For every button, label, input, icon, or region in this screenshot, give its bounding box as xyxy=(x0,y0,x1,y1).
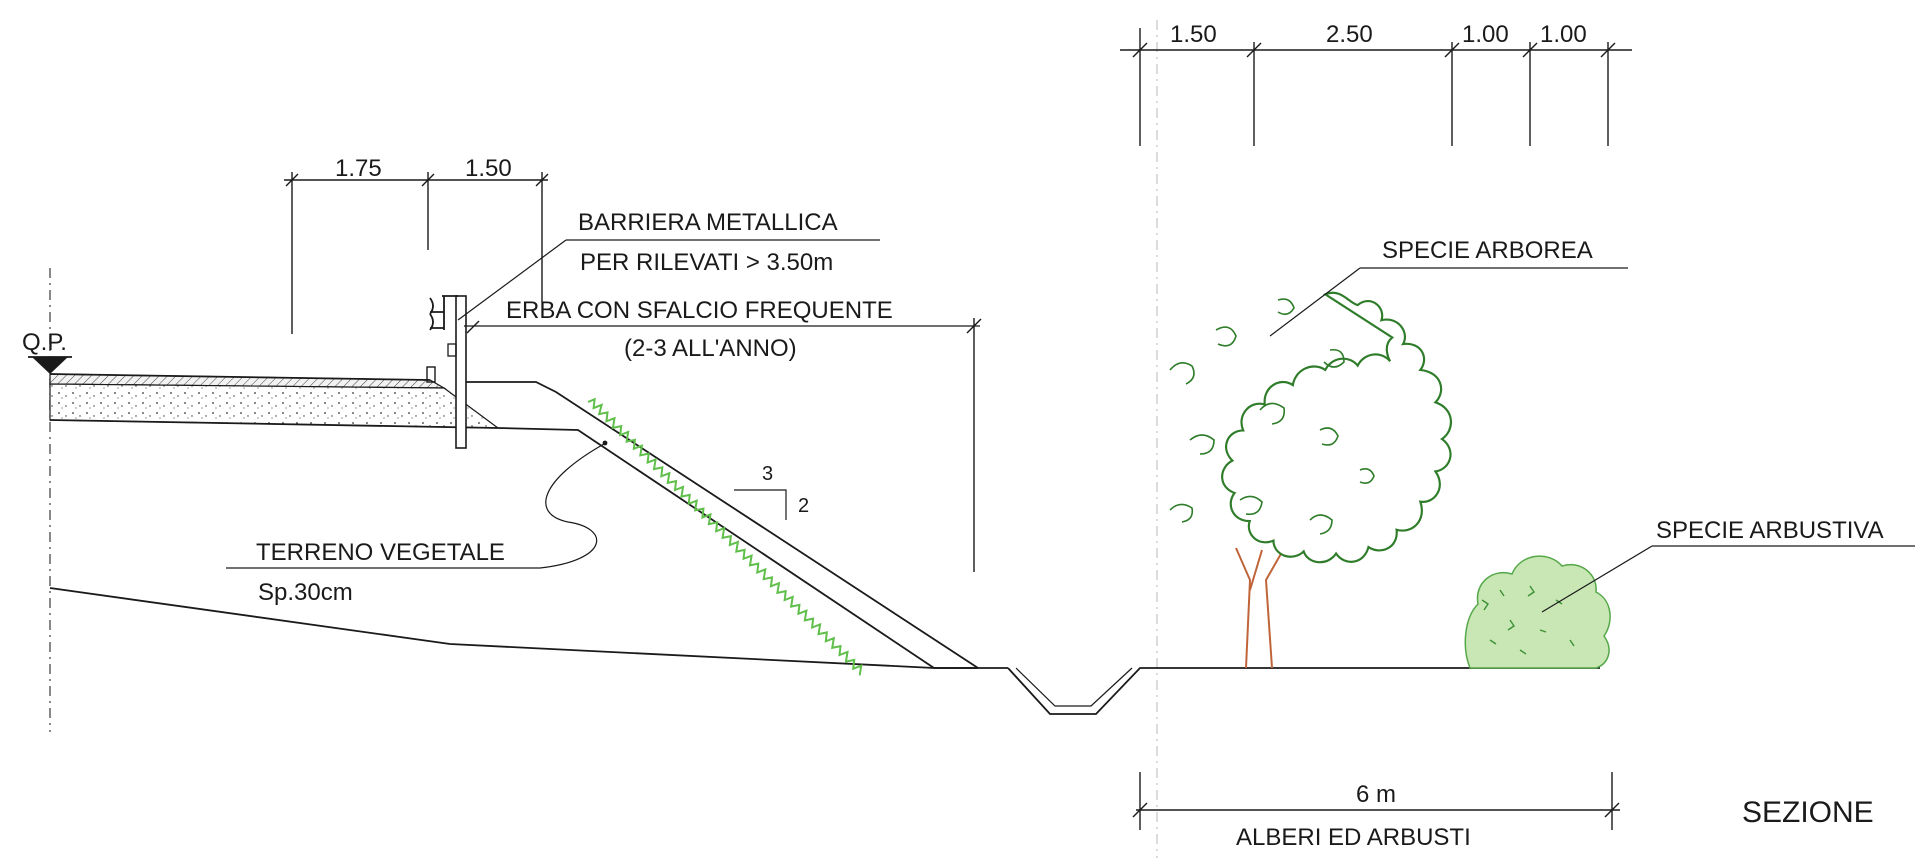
road-structure xyxy=(49,366,500,429)
grass-label-line2: (2-3 ALL'ANNO) xyxy=(624,335,797,362)
dimension-chain-left: 1.75 1.50 xyxy=(284,155,549,334)
dimension-left-1: 1.75 xyxy=(335,155,382,182)
tree-callout: SPECIE ARBOREA xyxy=(1269,237,1628,337)
slope-vertical: 2 xyxy=(798,495,809,517)
dimension-left-2: 1.50 xyxy=(465,155,512,182)
tree-label: SPECIE ARBOREA xyxy=(1382,237,1593,264)
slope-horizontal: 3 xyxy=(762,463,773,485)
tree-illustration xyxy=(1169,291,1452,669)
grass-label-line1: ERBA CON SFALCIO FREQUENTE xyxy=(506,297,893,324)
barrier-label-line1: BARRIERA METALLICA xyxy=(578,209,838,236)
barrier-callout: BARRIERA METALLICA PER RILEVATI > 3.50m xyxy=(457,209,880,321)
qp-label: Q.P. xyxy=(22,329,67,356)
topsoil-label-line1: TERRENO VEGETALE xyxy=(256,539,505,566)
shrub-illustration xyxy=(1464,555,1611,669)
slope-ratio: 3 2 xyxy=(734,463,809,520)
grass-slope xyxy=(587,397,863,676)
embankment xyxy=(49,381,1008,669)
dimension-chain-right: 1.50 2.50 1.00 1.00 xyxy=(1120,21,1632,146)
dimension-right-3: 1.00 xyxy=(1462,21,1509,48)
bottom-dimension-caption: ALBERI ED ARBUSTI xyxy=(1236,824,1471,851)
barrier-label-line2: PER RILEVATI > 3.50m xyxy=(580,249,833,276)
bottom-dimension: 6 m ALBERI ED ARBUSTI xyxy=(1132,772,1620,851)
qp-marker: Q.P. xyxy=(22,329,72,374)
dimension-right-1: 1.50 xyxy=(1170,21,1217,48)
dimension-right-4: 1.00 xyxy=(1540,21,1587,48)
drainage-ditch xyxy=(1007,667,1600,715)
grass-callout: ERBA CON SFALCIO FREQUENTE (2-3 ALL'ANNO… xyxy=(464,297,982,572)
drawing-title: SEZIONE xyxy=(1742,796,1874,829)
metal-barrier xyxy=(429,295,467,449)
topsoil-callout: TERRENO VEGETALE Sp.30cm xyxy=(226,440,608,606)
dimension-right-2: 2.50 xyxy=(1326,21,1373,48)
topsoil-label-line2: Sp.30cm xyxy=(258,579,353,606)
shrub-label: SPECIE ARBUSTIVA xyxy=(1656,517,1884,544)
shrub-callout: SPECIE ARBUSTIVA xyxy=(1541,517,1915,613)
bottom-dimension-value: 6 m xyxy=(1356,781,1396,808)
